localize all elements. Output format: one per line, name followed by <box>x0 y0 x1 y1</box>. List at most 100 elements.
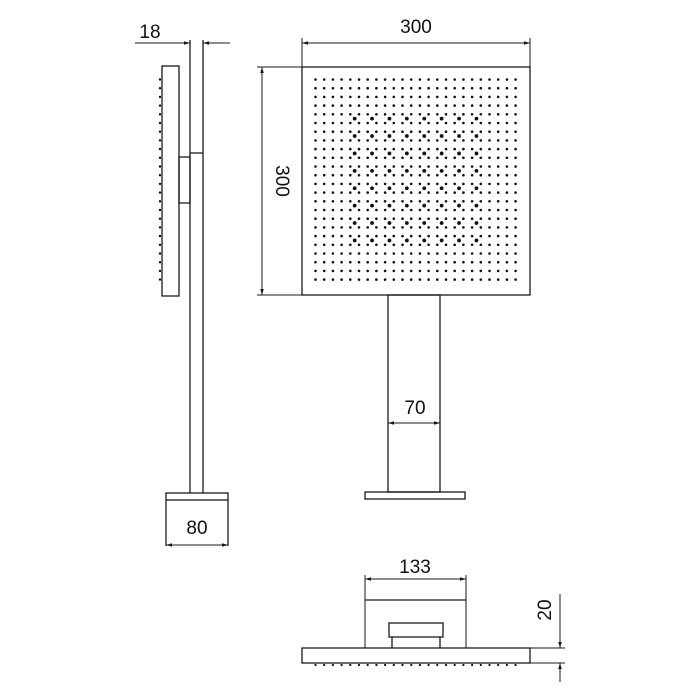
nozzle-dot <box>514 78 517 81</box>
nozzle-dot <box>514 121 517 125</box>
nozzle-dot <box>496 200 500 203</box>
nozzle-dot <box>505 86 509 90</box>
nozzle-dot <box>314 269 317 273</box>
nozzle-dot <box>401 260 404 264</box>
nozzle-dot <box>444 278 448 281</box>
nozzle-dot <box>488 226 491 229</box>
nozzle-grid <box>314 78 517 281</box>
nozzle-dot <box>322 173 326 177</box>
nozzle-dot <box>436 269 439 273</box>
nozzle-dot <box>453 252 457 255</box>
nozzle-dot <box>496 139 500 142</box>
side-nozzles <box>158 78 162 281</box>
nozzle-dot <box>427 208 430 212</box>
nozzle-dot <box>505 165 509 168</box>
nozzle-dot <box>496 278 500 281</box>
dim-side-depth: 18 <box>139 22 160 43</box>
nozzle-dot <box>409 156 413 160</box>
nozzle-dot <box>375 86 378 90</box>
nozzle-dot <box>470 130 474 133</box>
nozzle-dot <box>479 191 483 194</box>
nozzle-dot <box>462 121 465 125</box>
nozzle-dot <box>439 116 444 121</box>
nozzle-dot <box>488 121 491 125</box>
nozzle-dot <box>357 191 361 194</box>
nozzle-dot <box>322 130 326 133</box>
nozzle-dot <box>479 208 483 212</box>
nozzle-dot <box>401 130 404 133</box>
nozzle-dot <box>357 182 361 186</box>
nozzle-dot <box>349 121 352 125</box>
nozzle-dot <box>349 113 352 116</box>
nozzle-dot <box>514 95 517 99</box>
nozzle-dot <box>470 243 474 247</box>
nozzle-dot <box>366 191 370 194</box>
nozzle-dot <box>322 226 326 229</box>
nozzle-dot <box>470 234 474 238</box>
front-base-plate <box>364 491 466 500</box>
nozzle-dot <box>357 156 361 160</box>
nozzle-dot <box>436 86 439 90</box>
nozzle-dot <box>409 278 413 281</box>
nozzle-dot <box>383 217 387 220</box>
nozzle-dot <box>357 121 361 125</box>
nozzle-dot <box>357 78 361 81</box>
nozzle-dot <box>158 217 162 220</box>
nozzle-dot <box>375 130 378 133</box>
nozzle-dot <box>514 139 517 142</box>
nozzle-dot <box>505 121 509 125</box>
nozzle-dot <box>479 269 483 273</box>
nozzle-dot <box>158 139 162 142</box>
nozzle-dot <box>418 234 422 238</box>
nozzle-dot <box>409 165 413 168</box>
nozzle-dot <box>479 173 483 177</box>
nozzle-dot <box>322 78 326 81</box>
nozzle-dot <box>453 104 457 107</box>
nozzle-dot <box>496 269 500 273</box>
nozzle-dot <box>349 191 352 194</box>
nozzle-dot <box>462 156 465 160</box>
nozzle-dot <box>331 78 335 81</box>
nozzle-dot <box>462 113 465 116</box>
nozzle-dot <box>383 234 387 238</box>
nozzle-dot <box>496 217 500 220</box>
nozzle-dot <box>427 278 430 281</box>
nozzle-dot <box>453 121 457 125</box>
nozzle-dot <box>387 238 392 243</box>
nozzle-dot <box>409 260 413 264</box>
nozzle-dot <box>439 168 444 173</box>
nozzle-dot <box>401 663 404 667</box>
nozzle-dot <box>314 86 317 90</box>
nozzle-dot <box>453 663 456 667</box>
nozzle-dot <box>479 113 483 116</box>
nozzle-dot <box>422 186 427 191</box>
nozzle-dot <box>392 278 396 281</box>
nozzle-dot <box>488 191 491 194</box>
nozzle-dot <box>401 217 404 220</box>
nozzle-dot <box>427 156 430 160</box>
nozzle-dot <box>322 104 326 107</box>
nozzle-dot <box>404 168 409 173</box>
nozzle-dot <box>340 121 343 125</box>
nozzle-dot <box>409 121 413 125</box>
dim-thickness: 20 <box>535 599 556 620</box>
nozzle-dot <box>462 130 465 133</box>
nozzle-dot <box>404 134 409 138</box>
nozzle-dot <box>427 121 430 125</box>
nozzle-dot <box>366 243 370 247</box>
nozzle-dot <box>158 165 162 168</box>
nozzle-dot <box>444 226 448 229</box>
nozzle-dot <box>375 173 378 177</box>
dim-fitting-width: 133 <box>399 557 431 578</box>
nozzle-dot <box>314 217 317 220</box>
nozzle-dot <box>422 238 427 243</box>
nozzle-dot <box>314 663 317 667</box>
nozzle-dot <box>496 182 500 186</box>
nozzle-dot <box>349 156 352 160</box>
nozzle-dot <box>436 156 439 160</box>
nozzle-dot <box>340 278 343 281</box>
nozzle-dot <box>436 663 439 667</box>
dim-height: 300 <box>271 165 292 197</box>
nozzle-dot <box>418 130 422 133</box>
nozzle-dot <box>366 104 370 107</box>
